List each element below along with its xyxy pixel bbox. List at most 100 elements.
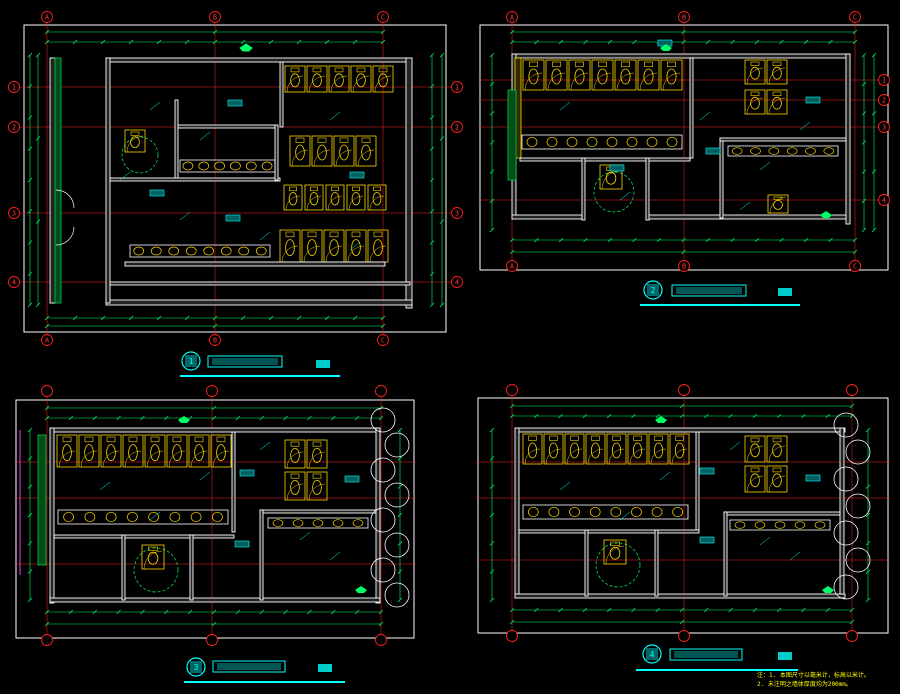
toilet-tank [285, 231, 295, 238]
vanity-counter [129, 244, 271, 258]
toilet-bowl [551, 68, 562, 85]
toilet-stall-d2 [766, 435, 788, 463]
grid-bubble-bottom [41, 334, 53, 346]
toilet-bowl [309, 192, 319, 206]
plan-title-caption-bottom-left: 3 [184, 657, 345, 683]
toilet-stall-c1 [210, 434, 232, 468]
toilet-bowl [372, 192, 382, 206]
grid-bubble-right [878, 74, 890, 86]
dimension-tick [100, 39, 106, 45]
toilet-stall-row1 [350, 65, 372, 93]
dimension-tick [705, 237, 711, 243]
dimension-tick [164, 415, 169, 421]
dimension-tick [378, 621, 384, 627]
dimension-tick [583, 237, 588, 243]
toilet-tank [290, 473, 300, 479]
toilet-tank [549, 435, 558, 441]
dimension-tick [429, 52, 435, 58]
plan-title-number-bottom-right: 4 [650, 650, 655, 659]
wall-segment [49, 427, 381, 433]
toilet-bowl [643, 68, 654, 85]
grid-bubble-bottom [678, 260, 690, 272]
door-swing [348, 195, 364, 211]
grid-bubble-left [8, 121, 20, 133]
dimension-tick [509, 29, 515, 35]
dimension-tick [489, 140, 495, 145]
dimension-tick [331, 415, 336, 421]
toilet-bowl [329, 239, 339, 257]
room-tag [239, 469, 255, 477]
wash-basin [646, 136, 658, 148]
landscape-tree [845, 493, 871, 519]
dimension-tick [776, 413, 782, 419]
dimension-tick [631, 607, 636, 613]
door-swing [746, 67, 764, 85]
dimension-tick [489, 456, 495, 461]
toilet-stall-outline [56, 434, 78, 468]
toilet-stall-outline [744, 435, 766, 463]
leader-line [329, 111, 341, 121]
dimension-tick [439, 219, 445, 224]
toilet-stall-c3 [306, 471, 328, 501]
sheet-frame-a [23, 24, 447, 333]
grid-bubble-top-label: B [213, 14, 217, 22]
dimension-tick [871, 227, 877, 233]
wall-segment [845, 53, 851, 225]
toilet-stall-outline [585, 433, 606, 465]
toilet-stall-outline [669, 433, 690, 465]
door-swing [570, 72, 589, 91]
toilet-stall-outline [122, 434, 144, 468]
toilet-tank [597, 61, 607, 67]
dimension-tick [156, 315, 162, 321]
dimension-tick [72, 315, 78, 321]
dimension-tick [35, 219, 41, 224]
wash-basin [332, 519, 344, 527]
dimension-tick [240, 39, 246, 45]
dimension-tick [378, 609, 384, 615]
grid-bubble-right [878, 94, 890, 106]
dimension-tick [534, 39, 539, 45]
dimension-tick [606, 413, 612, 419]
wall-segment [514, 427, 846, 433]
dimension-tick [27, 427, 33, 433]
dimension-tick [655, 413, 660, 419]
room-tag [149, 189, 165, 197]
wall-segment [259, 509, 264, 601]
grid-bubble-right [878, 121, 890, 133]
floor-plan-bottom-left[interactable] [14, 385, 416, 646]
grid-bubble-bottom [206, 634, 218, 646]
dimension-tick [681, 39, 686, 45]
wash-basin [185, 246, 197, 256]
door-swing [524, 448, 541, 465]
dimension-tick [583, 39, 588, 45]
wall-segment [695, 431, 700, 533]
toilet-stall-outline [367, 184, 387, 211]
grid-bubble-top [209, 11, 221, 23]
dimension-tick [354, 415, 360, 421]
dimension-tick [429, 271, 435, 276]
dimension-tick [534, 413, 539, 419]
turning-circle [121, 136, 159, 174]
toilet-stall-outline [744, 59, 766, 85]
wash-basin [255, 246, 267, 256]
toilet-tank [750, 61, 760, 66]
vanity-a1 [179, 159, 276, 173]
toilet-tank [591, 435, 600, 441]
grid-bubble-bottom [209, 334, 221, 346]
toilet-stall-outline [545, 59, 568, 91]
grid-bubble-top [846, 384, 858, 396]
leader-line [699, 111, 711, 121]
door-swing [746, 445, 764, 463]
toilet-bowl [194, 444, 204, 462]
dimension-tick [871, 111, 877, 116]
toilet-stall-d1 [564, 433, 585, 465]
dimension-tick [44, 621, 50, 627]
floor-plan-bottom-right[interactable] [476, 384, 890, 642]
plan-title-caption-bottom-right: 4 [636, 644, 798, 671]
room-tag [225, 214, 241, 222]
door-swing [308, 75, 326, 93]
entry-door-swing [55, 226, 75, 246]
grid-bubble-right-label: 4 [455, 279, 459, 287]
